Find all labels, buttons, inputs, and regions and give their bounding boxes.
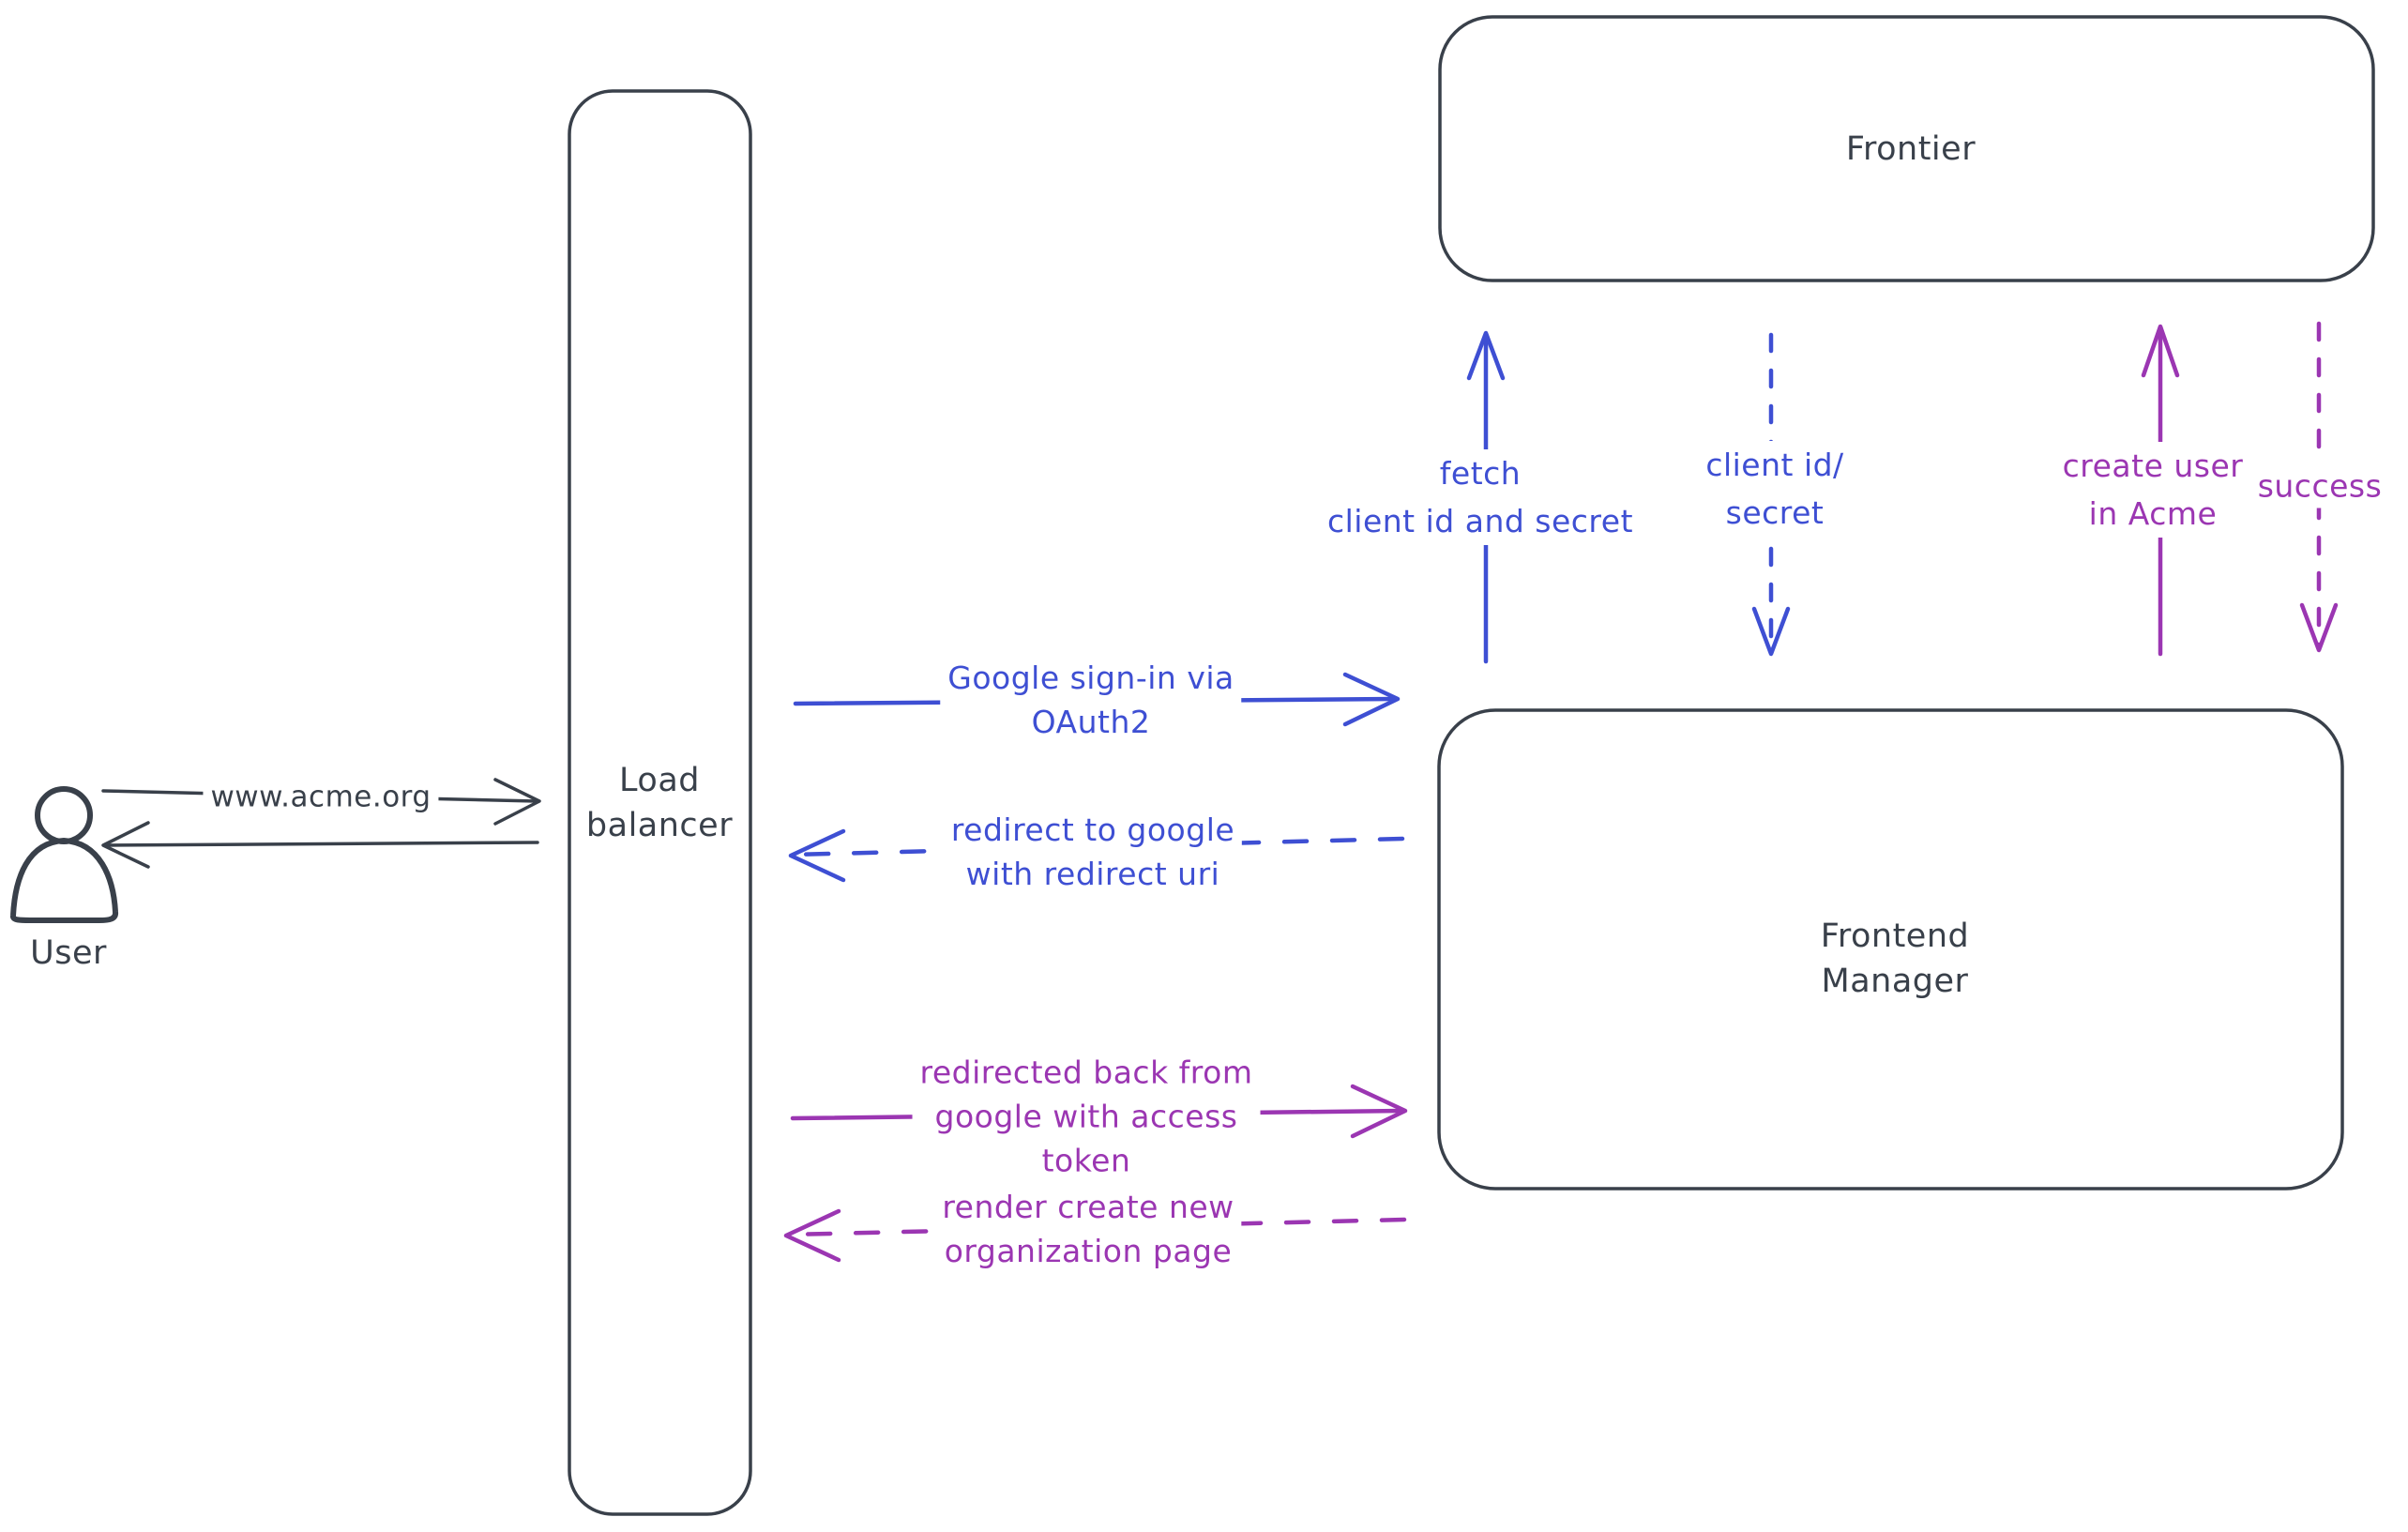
label-line: google with access (934, 1098, 1238, 1135)
load-balancer-label: Load balancer (586, 758, 733, 848)
arrow-success (2299, 321, 2339, 653)
label-line: fetch (1439, 455, 1522, 492)
success-label: success (2249, 463, 2390, 508)
redirected-back-label: redirected back from google with access … (912, 1050, 1261, 1183)
label-line: redirected back from (919, 1054, 1253, 1091)
label-line: balancer (585, 807, 734, 844)
create-user-label: create user in Acme (2054, 442, 2251, 538)
label-line: with redirect uri (965, 856, 1220, 892)
label-line: secret (1725, 494, 1825, 531)
label-line: Frontend (1820, 918, 1970, 955)
label-line: Manager (1821, 963, 1969, 1000)
label-line: client id and secret (1326, 503, 1634, 539)
label-line: Google sign-in via (947, 660, 1234, 696)
label-line: token (1041, 1142, 1131, 1179)
frontend-manager-label: Frontend Manager (1821, 914, 1969, 1004)
frontier-label: Frontier (1845, 130, 1976, 168)
redirect-to-google-label: redirect to google with redirect uri (943, 808, 1243, 896)
client-id-secret-label: client id/ secret (1698, 441, 1852, 537)
google-signin-label: Google sign-in via OAuth2 (940, 656, 1242, 744)
user-figure (10, 786, 119, 923)
label-line: redirect to google (950, 812, 1235, 848)
label-line: Load (619, 762, 700, 799)
fetch-client-id-label: fetch client id and secret (1319, 449, 1642, 545)
label-line: organization page (944, 1233, 1233, 1269)
arrow-lb-to-user (101, 821, 539, 869)
user-head (35, 786, 93, 844)
label-line: in Acme (2088, 495, 2218, 532)
frontier-box (1438, 15, 2375, 282)
frontend-manager-box (1437, 708, 2344, 1191)
render-org-page-label: render create new organization page (934, 1185, 1242, 1273)
load-balancer-box (568, 89, 752, 1516)
user-label: User (30, 934, 107, 972)
label-line: create user (2062, 447, 2244, 484)
label-line: OAuth2 (1031, 704, 1151, 740)
label-line: render create new (942, 1189, 1234, 1225)
user-body (10, 838, 119, 923)
www-acme-label: www.acme.org (203, 775, 439, 820)
label-line: client id/ (1705, 447, 1844, 483)
